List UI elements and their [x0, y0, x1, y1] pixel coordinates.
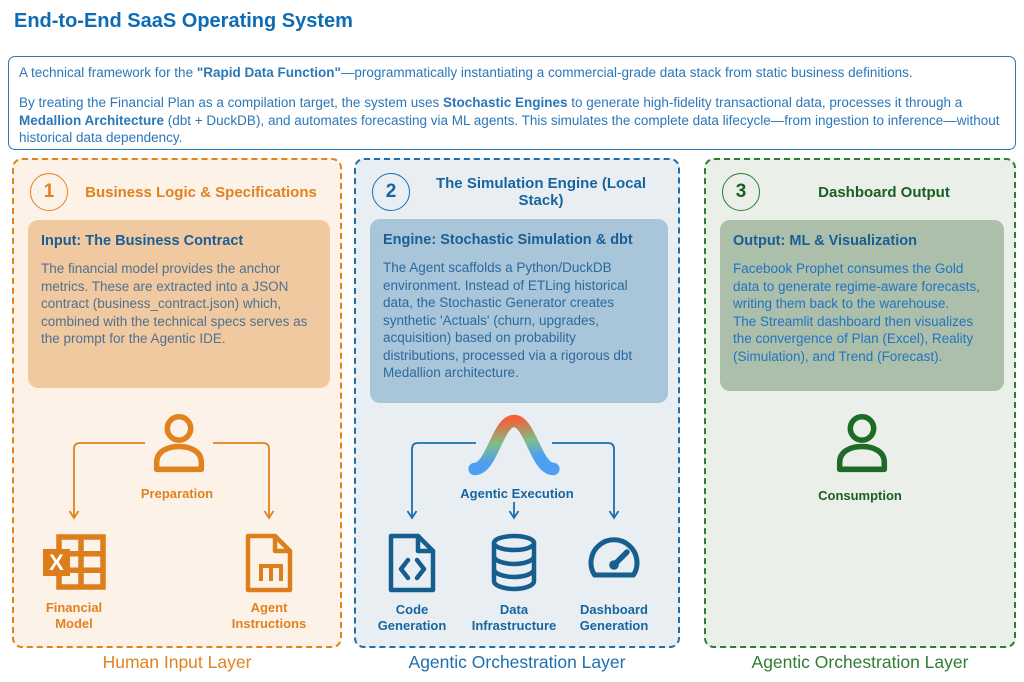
page-title: End-to-End SaaS Operating System — [14, 10, 353, 32]
output-label: Data Infrastructure — [471, 602, 557, 634]
column-2-title: The Simulation Engine (Local Stack) — [435, 175, 646, 209]
flow-label: Preparation — [140, 486, 214, 501]
markdown-doc-icon — [245, 533, 293, 593]
excel-icon: X — [43, 534, 106, 590]
column-1-title: Business Logic & Specifications — [85, 183, 317, 201]
card-body: The Agent scaffolds a Python/DuckDB envi… — [383, 260, 633, 381]
layer-label-agentic-orchestration-2: Agentic Orchestration Layer — [751, 652, 969, 672]
flow-label: Consumption — [818, 488, 902, 503]
step-badge-1: 1 — [30, 173, 68, 211]
card-title: Output: ML & Visualization — [733, 233, 917, 249]
stochastic-engine-card: Engine: Stochastic Simulation & dbt The … — [370, 219, 668, 403]
svg-text:X: X — [49, 550, 64, 575]
ml-visualization-card: Output: ML & Visualization Facebook Prop… — [720, 220, 1004, 391]
intro-box: A technical framework for the "Rapid Dat… — [8, 56, 1016, 150]
column-business-logic: 1 Business Logic & Specifications Input:… — [12, 158, 342, 648]
column-simulation-engine: 2 The Simulation Engine (Local Stack) En… — [354, 158, 680, 648]
code-file-icon — [388, 533, 436, 593]
column-dashboard-output: 3 Dashboard Output Output: ML & Visualiz… — [704, 158, 1016, 648]
output-label: Financial Model — [45, 600, 103, 632]
person-icon — [836, 413, 888, 473]
step-badge-2: 2 — [372, 173, 410, 211]
person-icon — [153, 413, 205, 473]
output-label: Agent Instructions — [231, 600, 307, 632]
layer-label-human-input: Human Input Layer — [102, 652, 252, 672]
column-1-header: 1 Business Logic & Specifications — [30, 173, 324, 211]
card-body: The financial model provides the anchor … — [41, 261, 308, 347]
intro-paragraph-2: By treating the Financial Plan as a comp… — [19, 95, 1000, 145]
step-badge-3: 3 — [722, 173, 760, 211]
database-icon — [491, 533, 537, 592]
bell-curve-icon — [468, 414, 560, 476]
business-contract-card: Input: The Business Contract The financi… — [28, 220, 330, 388]
column-3-header: 3 Dashboard Output — [722, 173, 998, 211]
output-label: Dashboard Generation — [579, 602, 649, 634]
branch-arrows — [68, 442, 275, 520]
flow-label: Agentic Execution — [460, 486, 574, 501]
card-title: Engine: Stochastic Simulation & dbt — [383, 232, 633, 248]
branch-arrows — [406, 442, 620, 520]
card-title: Input: The Business Contract — [41, 233, 244, 249]
card-body: Facebook Prophet consumes the Gold data … — [733, 261, 980, 364]
layer-label-agentic-orchestration: Agentic Orchestration Layer — [408, 652, 626, 672]
column-3-title: Dashboard Output — [818, 183, 950, 201]
output-label: Code Generation — [377, 602, 447, 634]
intro-paragraph-1: A technical framework for the "Rapid Dat… — [19, 65, 913, 80]
gauge-icon — [588, 537, 640, 578]
column-2-header: 2 The Simulation Engine (Local Stack) — [372, 173, 662, 211]
